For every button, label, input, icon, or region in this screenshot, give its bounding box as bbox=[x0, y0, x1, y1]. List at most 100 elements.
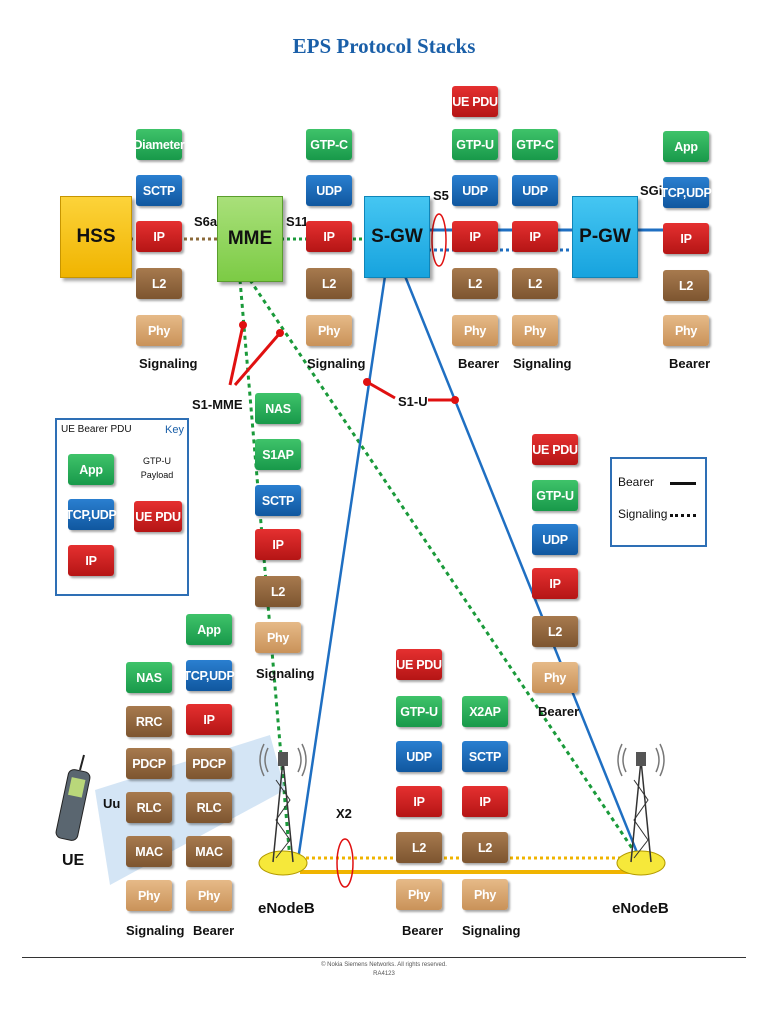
layer-rlc: RLC bbox=[186, 792, 232, 823]
layer-phy: Phy bbox=[186, 880, 232, 911]
stack-label: Signaling bbox=[513, 356, 572, 371]
layer-l2: L2 bbox=[532, 616, 578, 647]
layer-udp: UDP bbox=[452, 175, 498, 206]
antenna-tower-right-icon bbox=[616, 743, 666, 876]
layer-ip: IP bbox=[663, 223, 709, 254]
key-layer-ip: IP bbox=[68, 545, 114, 576]
stack-label: Bearer bbox=[538, 704, 580, 719]
layer-pdcp: PDCP bbox=[186, 748, 232, 779]
stack-label: Signaling bbox=[307, 356, 366, 371]
layer-udp: UDP bbox=[512, 175, 558, 206]
layer-tcp-udp: TCP,UDP bbox=[183, 660, 235, 691]
interface-label-uu: Uu bbox=[103, 796, 121, 811]
layer-phy: Phy bbox=[452, 315, 498, 346]
key-layer-ue-pdu: UE PDU bbox=[134, 501, 182, 532]
layer-sctp: SCTP bbox=[255, 485, 301, 516]
stack-label: Signaling bbox=[126, 923, 185, 938]
layer-udp: UDP bbox=[396, 741, 442, 772]
layer-mac: MAC bbox=[186, 836, 232, 867]
layer-udp: UDP bbox=[532, 524, 578, 555]
layer-ue-pdu: UE PDU bbox=[452, 86, 498, 117]
layer-phy: Phy bbox=[663, 315, 709, 346]
layer-ip: IP bbox=[532, 568, 578, 599]
s1-u-pointer-1 bbox=[366, 380, 396, 400]
layer-l2: L2 bbox=[462, 832, 508, 863]
layer-gtp-c: GTP-C bbox=[306, 129, 352, 160]
layer-l2: L2 bbox=[452, 268, 498, 299]
enodeb-right-label: eNodeB bbox=[612, 900, 669, 917]
legend-signaling-line bbox=[670, 514, 696, 517]
footer-code: RA4123 bbox=[373, 971, 395, 977]
layer-ip: IP bbox=[255, 529, 301, 560]
interface-label-x2: X2 bbox=[336, 806, 352, 821]
layer-s1ap: S1AP bbox=[255, 439, 301, 470]
layer-ue-pdu: UE PDU bbox=[532, 434, 578, 465]
layer-phy: Phy bbox=[255, 622, 301, 653]
layer-sctp: SCTP bbox=[136, 175, 182, 206]
layer-nas: NAS bbox=[255, 393, 301, 424]
interface-label-sgi: SGi bbox=[640, 183, 663, 198]
layer-rlc: RLC bbox=[126, 792, 172, 823]
layer-x2ap: X2AP bbox=[462, 696, 508, 727]
legend-bearer-line bbox=[670, 482, 696, 485]
layer-phy: Phy bbox=[512, 315, 558, 346]
layer-phy: Phy bbox=[532, 662, 578, 693]
stack-label: Signaling bbox=[462, 923, 521, 938]
layer-gtp-u: GTP-U bbox=[532, 480, 578, 511]
layer-l2: L2 bbox=[663, 270, 709, 301]
key-layer-tcp-udp: TCP,UDP bbox=[65, 499, 117, 530]
footer-divider bbox=[22, 957, 746, 958]
layer-ip: IP bbox=[452, 221, 498, 252]
s1-mme-pointer-1 bbox=[228, 324, 245, 386]
interface-label-s1-u: S1-U bbox=[398, 394, 428, 409]
enodeb-left-label: eNodeB bbox=[258, 900, 315, 917]
layer-phy: Phy bbox=[126, 880, 172, 911]
layer-app: App bbox=[663, 131, 709, 162]
stack-label: Bearer bbox=[402, 923, 444, 938]
layer-app: App bbox=[186, 614, 232, 645]
legend-signaling-label: Signaling bbox=[618, 507, 668, 521]
mobile-phone-icon bbox=[55, 754, 91, 841]
layer-tcp-udp: TCP,UDP bbox=[660, 177, 712, 208]
sgw-node: S-GW bbox=[364, 196, 430, 278]
layer-ip: IP bbox=[396, 786, 442, 817]
layer-l2: L2 bbox=[396, 832, 442, 863]
stack-label: Bearer bbox=[193, 923, 235, 938]
layer-l2: L2 bbox=[255, 576, 301, 607]
stack-label: Signaling bbox=[256, 666, 315, 681]
ue-label: UE bbox=[62, 852, 85, 869]
layer-gtp-u: GTP-U bbox=[452, 129, 498, 160]
layer-ip: IP bbox=[186, 704, 232, 735]
layer-ip: IP bbox=[306, 221, 352, 252]
s1-mme-pointer-2 bbox=[233, 332, 282, 386]
key-payload-label: GTP-U Payload bbox=[140, 456, 174, 480]
layer-phy: Phy bbox=[462, 879, 508, 910]
key-label: Key bbox=[165, 424, 184, 436]
layer-nas: NAS bbox=[126, 662, 172, 693]
layer-diameter: Diameter bbox=[133, 129, 185, 160]
layer-rrc: RRC bbox=[126, 706, 172, 737]
layer-mac: MAC bbox=[126, 836, 172, 867]
s1-u-link-left bbox=[296, 275, 387, 861]
footer-copyright: © Nokia Siemens Networks. All rights res… bbox=[321, 962, 447, 968]
layer-phy: Phy bbox=[306, 315, 352, 346]
layer-ip: IP bbox=[462, 786, 508, 817]
stack-label: Bearer bbox=[669, 356, 711, 371]
page-title: EPS Protocol Stacks bbox=[292, 34, 476, 58]
pgw-node: P-GW bbox=[572, 196, 638, 278]
layer-l2: L2 bbox=[136, 268, 182, 299]
mme-node: MME bbox=[217, 196, 283, 282]
interface-label-s1-mme: S1-MME bbox=[192, 397, 243, 412]
s5-marker bbox=[431, 213, 447, 267]
interface-label-s6a: S6a bbox=[194, 214, 218, 229]
x2-marker bbox=[336, 838, 354, 888]
interface-label-s5: S5 bbox=[433, 188, 449, 203]
layer-ip: IP bbox=[512, 221, 558, 252]
stack-label: Signaling bbox=[139, 356, 198, 371]
layer-udp: UDP bbox=[306, 175, 352, 206]
layer-pdcp: PDCP bbox=[126, 748, 172, 779]
layer-l2: L2 bbox=[306, 268, 352, 299]
layer-phy: Phy bbox=[136, 315, 182, 346]
s1-u-link-right bbox=[403, 275, 642, 861]
s1-mme-link-left bbox=[238, 279, 292, 861]
